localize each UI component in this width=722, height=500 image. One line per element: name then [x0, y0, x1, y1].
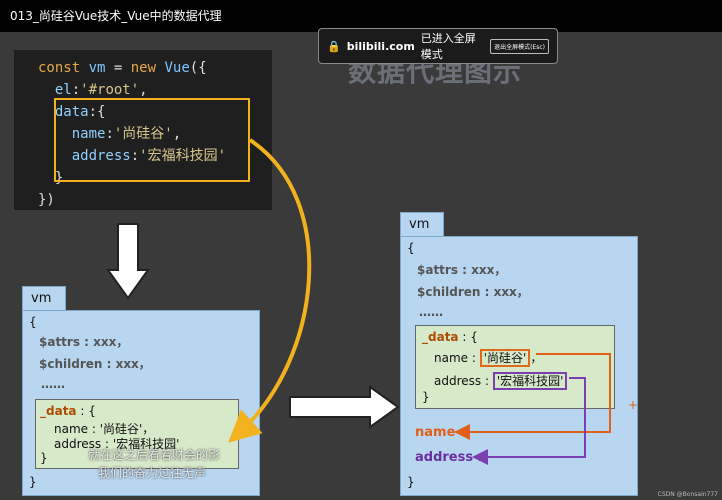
data-key: _data [422, 330, 459, 344]
address-arrow [472, 377, 586, 465]
left-data-box: _data : { name : '尚硅谷'， address : '宏福科技园… [35, 399, 239, 469]
attrs-line: $attrs : xxx， [417, 263, 507, 277]
fullscreen-toast: 🔒 bilibili.com 已进入全屏模式 退出全屏模式(Esc) [318, 28, 558, 64]
data-label: _data : { [40, 404, 96, 418]
code-token: }) [38, 192, 55, 208]
brace-open: { [407, 241, 415, 255]
code-line: }) [38, 189, 272, 211]
name-proxy-label: name : [415, 425, 466, 440]
code-token: } [54, 170, 64, 186]
code-line: el:'#root', [54, 82, 148, 98]
code-token: vm [88, 60, 106, 76]
left-vm-tab: vm [22, 286, 66, 312]
code-token: address [71, 148, 131, 164]
code-token: '尚硅谷' [113, 126, 173, 142]
data-open: : { [458, 330, 478, 344]
watermark: CSDN @Bonsain777 [657, 491, 718, 498]
window-title: 013_尚硅谷Vue技术_Vue中的数据代理 [0, 0, 722, 32]
code-token: data [54, 104, 89, 120]
lock-icon: 🔒 [327, 39, 341, 53]
toast-brand: bilibili.com [346, 39, 415, 53]
code-line: const vm = new Vue({ [38, 57, 272, 79]
right-arrow-icon [289, 385, 400, 429]
data-key: _data [40, 404, 77, 418]
code-block: const vm = new Vue({ el:'#root', data:{ … [14, 50, 272, 210]
right-data-box: _data : { name : '尚硅谷'， address : '宏福科技园… [415, 325, 615, 409]
exit-fullscreen-button[interactable]: 退出全屏模式(Esc) [490, 38, 549, 54]
name-key: name : [434, 351, 480, 365]
code-token: = [105, 60, 131, 76]
code-token: '#root' [80, 82, 140, 98]
data-label: _data : { [422, 330, 478, 344]
code-line: } [38, 167, 272, 189]
name-line: name : '尚硅谷'， [434, 349, 542, 367]
brace-open: { [29, 315, 37, 329]
code-token: el [54, 82, 72, 98]
right-vm-tab: vm [400, 212, 444, 238]
brace-close: } [407, 475, 415, 489]
ellipsis-line: …… [419, 305, 443, 319]
code-line: name:'尚硅谷', [71, 126, 182, 142]
code-token: ({ [189, 60, 207, 76]
ellipsis-line: …… [41, 377, 65, 391]
address-value-box: '宏福科技园' [492, 372, 568, 390]
plus-mark: + [628, 398, 639, 412]
code-token: name [71, 126, 106, 142]
right-vm-panel: { $attrs : xxx， $children : xxx， …… _dat… [400, 236, 638, 496]
left-vm-panel: { $attrs : xxx， $children : xxx， …… _dat… [22, 310, 260, 496]
code-token: '宏福科技园' [139, 148, 227, 164]
address-line: address : '宏福科技园' [434, 372, 568, 390]
code-token: new [130, 60, 157, 76]
address-line: address : '宏福科技园' [54, 437, 180, 451]
yellow-arrow [228, 138, 312, 443]
code-token: :{ [88, 104, 106, 120]
code-token: const [38, 60, 81, 76]
subtitle-line-2: 我们的奋力过往无声 [98, 466, 207, 480]
data-close: } [422, 390, 430, 404]
code-line: data:{ [38, 101, 272, 123]
data-highlight-box [54, 98, 250, 182]
data-close: } [40, 451, 48, 465]
code-line: address:'宏福科技园' [71, 148, 227, 164]
name-arrow [454, 353, 611, 440]
address-proxy-label: address : [415, 450, 483, 465]
data-open: : { [76, 404, 96, 418]
subtitle-line-1: 就在这之后看着财会的影 [88, 448, 221, 462]
address-key: address : [434, 374, 493, 388]
children-line: $children : xxx， [417, 285, 529, 299]
name-value-box: '尚硅谷' [479, 349, 531, 367]
down-arrow-icon [106, 223, 150, 300]
code-token: Vue [164, 60, 190, 76]
children-line: $children : xxx， [39, 357, 151, 371]
name-line: name : '尚硅谷'， [54, 422, 155, 436]
brace-close: } [29, 475, 37, 489]
toast-message: 已进入全屏模式 [420, 32, 476, 61]
attrs-line: $attrs : xxx， [39, 335, 129, 349]
